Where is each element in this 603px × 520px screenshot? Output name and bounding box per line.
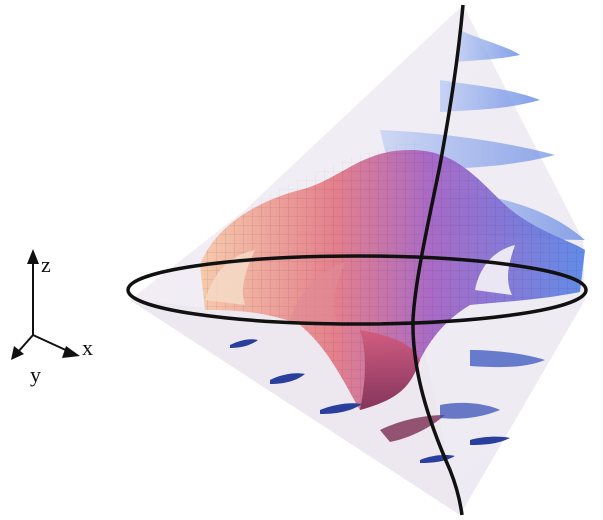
axes-indicator: z x y — [11, 249, 93, 387]
z-arrow-icon — [27, 249, 39, 264]
vertical-curve — [411, 4, 465, 516]
x-axis-label: x — [82, 335, 93, 360]
y-arrow-icon — [11, 346, 24, 360]
lower-surface-layers — [230, 330, 545, 463]
x-arrow-icon — [62, 346, 80, 358]
x-axis-line — [32, 334, 71, 353]
y-axis-line — [17, 334, 34, 353]
horizontal-ring-curve — [126, 254, 588, 326]
y-axis-label: y — [30, 362, 41, 387]
z-axis-label: z — [41, 252, 51, 277]
